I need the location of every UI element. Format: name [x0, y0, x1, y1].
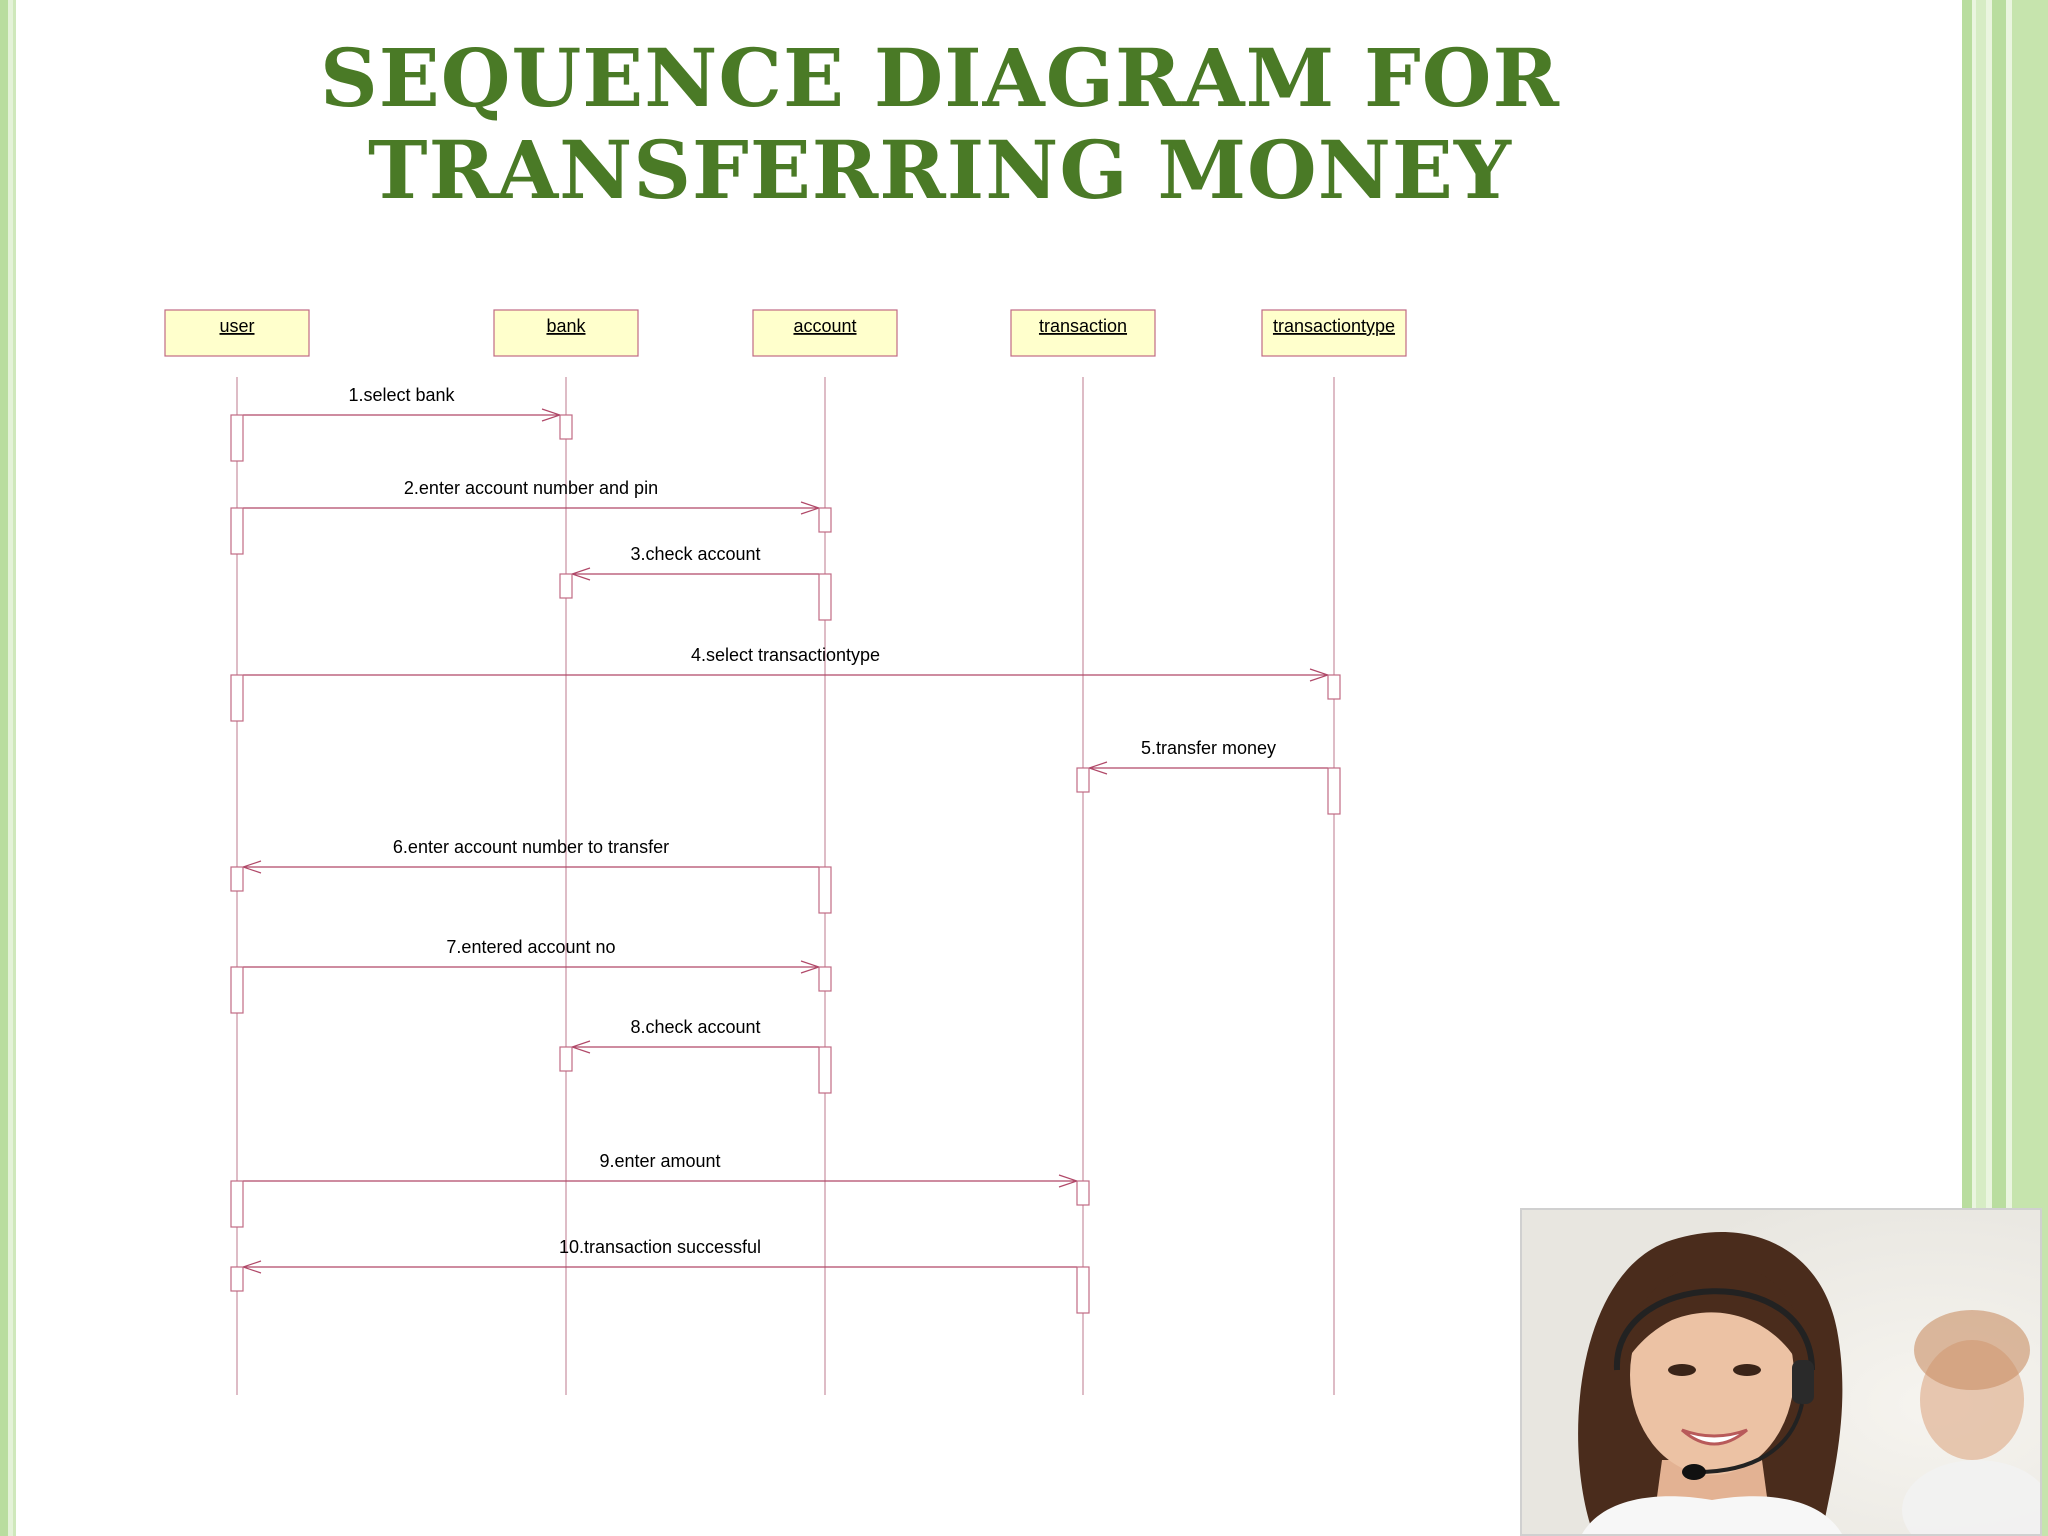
- object-label-user: user: [219, 316, 254, 336]
- title-line-1: SEQUENCE DIAGRAM FOR: [320, 31, 1560, 125]
- activation-source-4: [230, 674, 244, 722]
- activation-target-7: [818, 966, 832, 992]
- activation-target-1: [559, 414, 573, 440]
- message-label-7: 7.entered account no: [446, 937, 615, 957]
- object-box-transaction: [1010, 309, 1156, 357]
- object-label-account: account: [793, 316, 856, 336]
- object-label-transactiontype: transactiontype: [1273, 316, 1395, 336]
- object-box-user: [164, 309, 310, 357]
- activation-target-6: [230, 866, 244, 892]
- object-box-account: [752, 309, 898, 357]
- message-label-4: 4.select transactiontype: [691, 645, 880, 665]
- activation-source-7: [230, 966, 244, 1014]
- activation-target-9: [1076, 1180, 1090, 1206]
- activation-target-4: [1327, 674, 1341, 700]
- object-label-bank: bank: [546, 316, 586, 336]
- message-label-6: 6.enter account number to transfer: [393, 837, 669, 857]
- activation-source-3: [818, 573, 832, 621]
- message-label-5: 5.transfer money: [1141, 738, 1276, 758]
- support-agent-photo: [1520, 1208, 2042, 1536]
- message-label-9: 9.enter amount: [599, 1151, 720, 1171]
- message-label-3: 3.check account: [630, 544, 760, 564]
- activation-source-8: [818, 1046, 832, 1094]
- activation-source-6: [818, 866, 832, 914]
- activation-target-5: [1076, 767, 1090, 793]
- activation-source-5: [1327, 767, 1341, 815]
- message-label-2: 2.enter account number and pin: [404, 478, 658, 498]
- object-box-bank: [493, 309, 639, 357]
- title-line-2: TRANSFERRING MONEY: [368, 123, 1512, 217]
- activation-source-1: [230, 414, 244, 462]
- activation-source-10: [1076, 1266, 1090, 1314]
- slide-title: SEQUENCE DIAGRAM FOR TRANSFERRING MONEY: [240, 32, 1640, 216]
- message-label-10: 10.transaction successful: [559, 1237, 761, 1257]
- activation-target-3: [559, 573, 573, 599]
- support-agent-illustration: [1522, 1210, 2040, 1534]
- left-decorative-rail: [0, 0, 22, 1536]
- activation-target-2: [818, 507, 832, 533]
- object-box-transactiontype: [1261, 309, 1407, 357]
- activation-target-10: [230, 1266, 244, 1292]
- activation-source-2: [230, 507, 244, 555]
- activation-source-9: [230, 1180, 244, 1228]
- activation-target-8: [559, 1046, 573, 1072]
- object-label-transaction: transaction: [1039, 316, 1127, 336]
- message-label-1: 1.select bank: [348, 385, 455, 405]
- right-decorative-rail: [1962, 0, 2048, 1536]
- message-label-8: 8.check account: [630, 1017, 760, 1037]
